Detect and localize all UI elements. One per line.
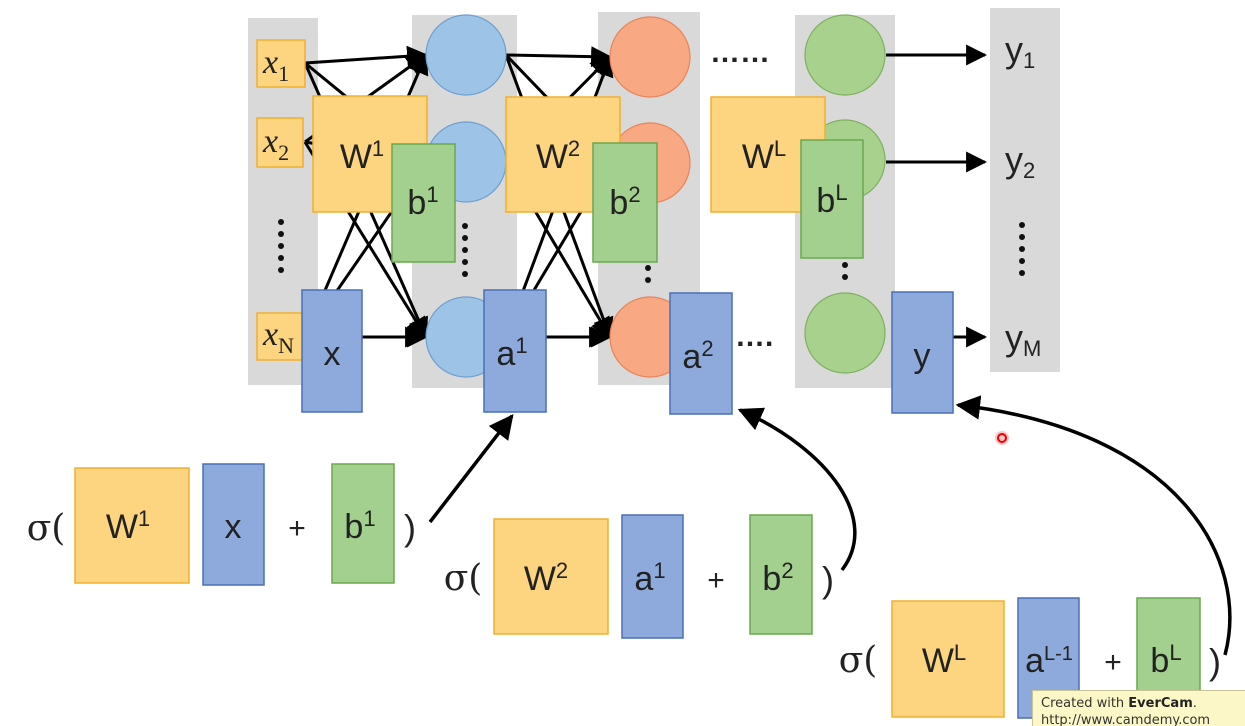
- svg-text:aL-1: aL-1: [1025, 642, 1073, 680]
- connection-line: [304, 45, 429, 67]
- svg-text:WL: WL: [922, 640, 966, 680]
- horizontal-dots: ……: [710, 36, 770, 69]
- svg-text:σ(: σ(: [27, 508, 66, 549]
- neuron: [609, 16, 691, 98]
- neuron: [804, 14, 886, 96]
- neuron: [425, 14, 507, 96]
- svg-text:W2: W2: [524, 558, 568, 598]
- svg-text:W1: W1: [106, 506, 150, 546]
- input-vector-x: x: [301, 289, 363, 413]
- svg-text:WL: WL: [742, 136, 786, 176]
- input-nodes: [256, 39, 306, 361]
- svg-text:x: x: [225, 508, 242, 546]
- svg-text:σ(: σ(: [444, 558, 483, 599]
- horizontal-dots: ….: [735, 320, 773, 353]
- input-label: xN: [262, 316, 294, 358]
- svg-text:W2: W2: [536, 136, 580, 176]
- activation-vector-2: a2: [669, 292, 733, 415]
- svg-text:a1: a1: [634, 558, 665, 598]
- input-node: [256, 117, 304, 168]
- formula-layer-1: σ( W1 x + b1 ): [27, 463, 416, 586]
- svg-text:a2: a2: [682, 336, 713, 376]
- output-label: y1: [1005, 29, 1035, 73]
- neuron: [804, 292, 886, 374]
- svg-text:): ): [1209, 641, 1221, 682]
- svg-text:b2: b2: [762, 558, 793, 598]
- activation-vector-1: a1: [483, 289, 547, 413]
- svg-text:b1: b1: [407, 182, 438, 222]
- svg-text:σ(: σ(: [839, 640, 878, 681]
- input-label: x2: [262, 123, 289, 165]
- cursor-indicator: [995, 431, 1009, 445]
- svg-text:b1: b1: [344, 506, 375, 546]
- output-column: [990, 8, 1060, 372]
- svg-text:): ): [404, 507, 416, 548]
- watermark: Created with EverCam.http://www.camdemy.…: [1032, 690, 1245, 726]
- svg-text:bL: bL: [816, 180, 847, 220]
- svg-text:+: +: [707, 564, 725, 597]
- svg-text:a1: a1: [496, 333, 527, 373]
- svg-text:): ): [822, 559, 834, 600]
- svg-text:x: x: [324, 335, 341, 373]
- input-node: [256, 312, 304, 361]
- svg-text:+: +: [288, 512, 306, 545]
- svg-text:bL: bL: [1150, 640, 1181, 680]
- svg-text:W1: W1: [340, 136, 384, 176]
- formula-arrows: [428, 395, 1232, 656]
- svg-text:b2: b2: [609, 182, 640, 222]
- bias-vector-L: bL: [800, 139, 864, 259]
- input-label: x1: [262, 44, 289, 86]
- input-node: [256, 39, 306, 88]
- output-label: yM: [1005, 317, 1041, 361]
- svg-text:y: y: [914, 337, 931, 375]
- output-label: y2: [1005, 139, 1035, 183]
- formula-layer-2: σ( W2 a1 + b2 ): [444, 514, 834, 639]
- vertical-dots: [278, 219, 1025, 283]
- connection-line: [505, 46, 613, 68]
- bias-vector-2: b2: [592, 142, 658, 263]
- svg-text:+: +: [1104, 646, 1122, 679]
- output-arrows: [362, 44, 988, 348]
- output-vector-y: y: [891, 291, 954, 414]
- bias-vector-1: b1: [391, 143, 456, 263]
